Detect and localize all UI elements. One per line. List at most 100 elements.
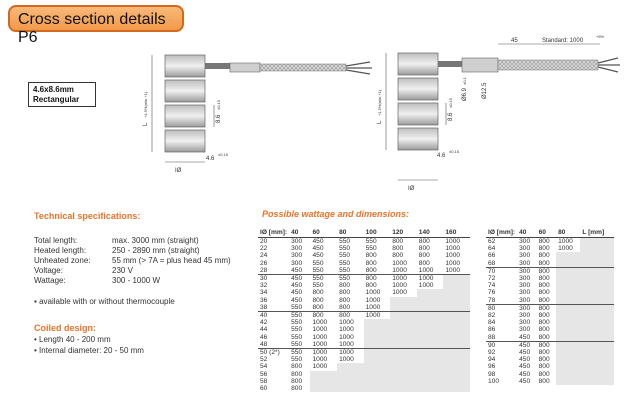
value-cell: 1000 (418, 282, 434, 290)
row-key-cell: 98 (488, 370, 496, 378)
value-cell (443, 289, 470, 297)
value-cell (443, 311, 470, 320)
column-header: 80 (337, 228, 364, 238)
row-key-cell: 38 (260, 303, 268, 311)
right-d-label: IØ (408, 186, 415, 192)
row-key-cell: 100 (488, 377, 500, 385)
value-cell: 1000 (392, 266, 407, 274)
value-cell: 800 (339, 282, 351, 290)
value-cell: 550 (339, 245, 351, 253)
value-cell: 300 (519, 326, 531, 334)
value-cell: 800 (538, 363, 550, 371)
column-header: 140 (416, 228, 444, 238)
value-cell: 550 (291, 333, 303, 341)
row-key-cell: 42 (260, 319, 268, 327)
value-cell: 800 (536, 340, 557, 350)
value-cell: 800 (312, 296, 324, 304)
value-cell (310, 370, 338, 378)
value-cell (443, 282, 470, 290)
value-cell (443, 319, 470, 327)
value-cell (556, 333, 581, 342)
column-header: 100 (363, 228, 391, 238)
value-cell: 550 (339, 252, 351, 260)
value-cell (390, 303, 417, 312)
value-cell (416, 296, 444, 304)
value-cell: 800 (538, 312, 550, 320)
value-cell (390, 385, 417, 393)
row-key-cell: 70 (486, 266, 518, 276)
column-header: 60 (310, 228, 338, 238)
value-cell (556, 266, 581, 276)
value-cell: 1000 (445, 259, 461, 267)
column-header: 160 (443, 228, 470, 238)
value-cell: 1000 (365, 289, 381, 297)
row-key-cell: 48 (260, 340, 268, 348)
value-cell (416, 377, 444, 386)
spec-value: 230 V (112, 266, 133, 275)
right-l-tol: +1.5%(min.+1) (377, 89, 382, 116)
spec-value: 250 - 2890 mm (straight) (112, 246, 200, 255)
value-cell: 450 (291, 266, 303, 274)
value-cell: 800 (538, 319, 550, 327)
row-key-cell: 46 (260, 333, 268, 341)
value-cell: 300 (519, 275, 531, 283)
value-cell (416, 370, 444, 378)
value-cell (443, 385, 470, 393)
value-cell (580, 340, 614, 350)
right-coil (397, 52, 462, 151)
value-cell: 550 (291, 319, 303, 327)
value-cell: 450 (312, 238, 324, 245)
value-cell: 450 (517, 340, 537, 350)
value-cell (363, 370, 391, 378)
value-cell: 300 (291, 238, 303, 245)
value-cell: 450 (291, 289, 303, 297)
value-cell: 800 (538, 282, 550, 290)
value-cell: 1000 (445, 238, 461, 245)
row-key-cell: 78 (488, 296, 496, 304)
value-cell (337, 363, 364, 371)
value-cell (580, 326, 614, 334)
row-key-cell: 56 (260, 370, 268, 378)
value-cell (556, 370, 581, 378)
value-cell: 300 (519, 289, 531, 297)
value-cell (416, 348, 444, 357)
coiled-diameter: • Internal diameter: 20 - 50 mm (34, 346, 144, 355)
value-cell: 800 (392, 238, 404, 245)
value-cell (580, 296, 614, 305)
row-key-cell: 86 (488, 326, 496, 334)
row-key-cell: 50 (2*) (258, 348, 290, 357)
row-key-cell: 82 (488, 312, 496, 320)
value-cell: 450 (312, 252, 324, 260)
value-cell: 450 (291, 282, 303, 290)
row-key-cell: 94 (488, 356, 496, 364)
value-cell: 1000 (339, 326, 354, 334)
value-cell: 1000 (312, 333, 328, 341)
row-key-cell: 74 (488, 282, 496, 290)
row-key-cell: 20 (260, 238, 268, 245)
value-cell (337, 370, 364, 378)
value-cell (443, 370, 470, 378)
value-cell: 800 (418, 238, 430, 245)
right-w-label: 4.6 (437, 153, 446, 159)
tech-spec-heading: Technical specifications: (34, 211, 141, 221)
value-cell (363, 348, 391, 357)
value-cell (363, 363, 391, 371)
value-cell (580, 266, 614, 276)
right-standard-tol: +5% (596, 34, 605, 39)
value-cell (416, 319, 444, 327)
value-cell: 800 (310, 311, 338, 320)
value-cell (337, 377, 364, 386)
page-title: Cross section details P6 (8, 5, 184, 46)
value-cell (390, 356, 417, 364)
